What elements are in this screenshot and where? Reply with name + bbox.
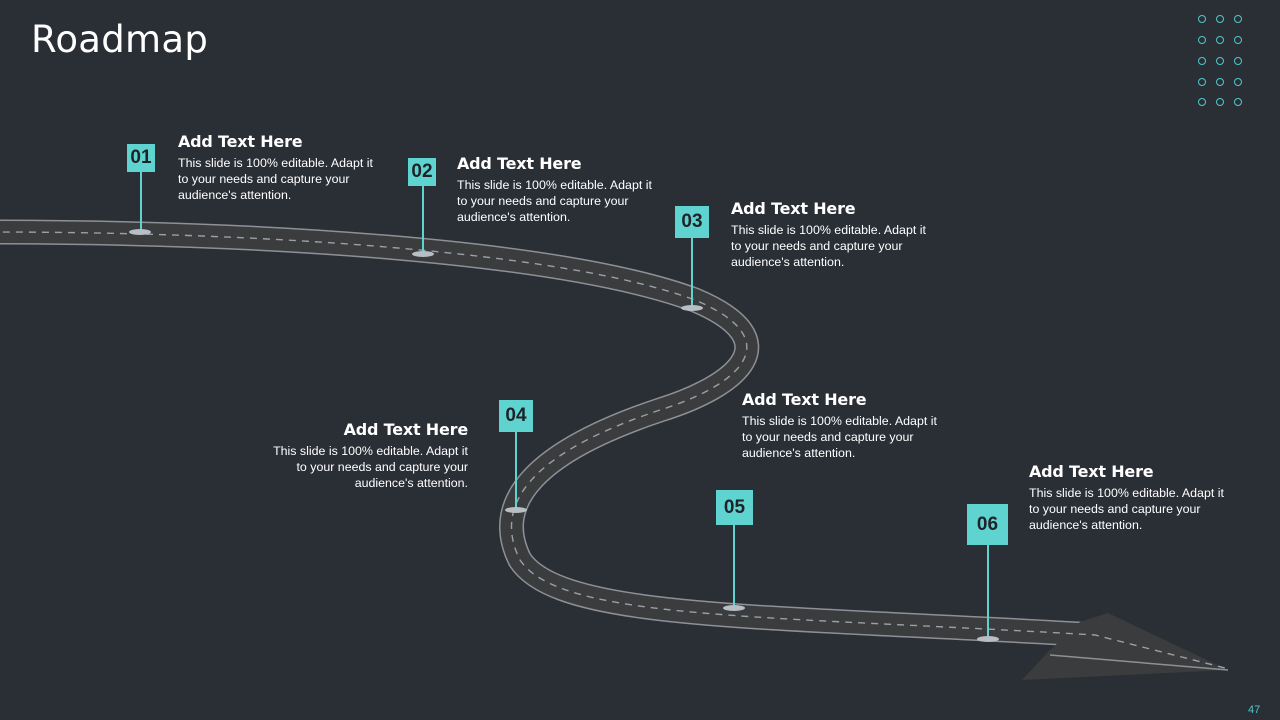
pin-base-01: [129, 229, 151, 235]
pin-base-02: [412, 251, 434, 257]
dot: [1216, 98, 1224, 106]
pin-base-06: [977, 636, 999, 642]
dot: [1234, 98, 1242, 106]
pin-stem-01: [140, 172, 142, 232]
milestone-title: Add Text Here: [742, 390, 867, 409]
milestone-body: This slide is 100% editable. Adapt it to…: [178, 156, 373, 202]
dot: [1216, 15, 1224, 23]
milestone-body: This slide is 100% editable. Adapt it to…: [1029, 486, 1224, 532]
dot: [1234, 36, 1242, 44]
pin-stem-05: [733, 524, 735, 608]
dot: [1198, 36, 1206, 44]
pin-stem-02: [422, 186, 424, 254]
dot: [1216, 36, 1224, 44]
milestone-title: Add Text Here: [178, 132, 303, 151]
dot: [1216, 78, 1224, 86]
dot-grid-icon: [1198, 15, 1244, 110]
milestone-badge-02: 02: [408, 158, 436, 186]
milestone-card-02: Add Text Here This slide is 100% editabl…: [457, 154, 662, 225]
pin-stem-03: [691, 236, 693, 308]
dot: [1234, 57, 1242, 65]
dot: [1198, 57, 1206, 65]
pin-stem-06: [987, 544, 989, 638]
milestone-title: Add Text Here: [457, 154, 582, 173]
dot: [1198, 78, 1206, 86]
milestone-badge-04: 04: [499, 400, 533, 432]
road-arrow-head: [1022, 613, 1228, 680]
milestone-title: Add Text Here: [343, 420, 469, 439]
milestone-body: This slide is 100% editable. Adapt it to…: [731, 223, 926, 269]
milestone-body: This slide is 100% editable. Adapt it to…: [742, 414, 937, 460]
milestone-title: Add Text Here: [731, 199, 856, 218]
dot: [1198, 98, 1206, 106]
milestone-body: This slide is 100% editable. Adapt it to…: [273, 444, 468, 490]
dot: [1216, 57, 1224, 65]
milestone-badge-03: 03: [675, 206, 709, 238]
road-arrow-edge: [1049, 654, 1229, 671]
page-number: 47: [1248, 704, 1261, 716]
milestone-card-06: Add Text Here This slide is 100% editabl…: [1029, 462, 1234, 533]
milestone-card-04: Add Text Here This slide is 100% editabl…: [263, 420, 468, 491]
milestone-badge-01: 01: [127, 144, 155, 172]
dot: [1198, 15, 1206, 23]
milestone-title: Add Text Here: [1029, 462, 1154, 481]
pin-base-04: [505, 507, 527, 513]
dot: [1234, 15, 1242, 23]
milestone-badge-05: 05: [716, 490, 753, 525]
milestone-card-05: Add Text Here This slide is 100% editabl…: [742, 390, 947, 461]
slide-title: Roadmap: [31, 18, 209, 61]
pin-stem-04: [515, 432, 517, 510]
pin-base-03: [681, 305, 703, 311]
milestone-badge-06: 06: [967, 504, 1008, 545]
milestone-card-01: Add Text Here This slide is 100% editabl…: [178, 132, 383, 203]
lane-marking: [0, 231, 1226, 669]
dot: [1234, 78, 1242, 86]
pin-base-05: [723, 605, 745, 611]
milestone-card-03: Add Text Here This slide is 100% editabl…: [731, 199, 936, 270]
milestone-body: This slide is 100% editable. Adapt it to…: [457, 178, 652, 224]
